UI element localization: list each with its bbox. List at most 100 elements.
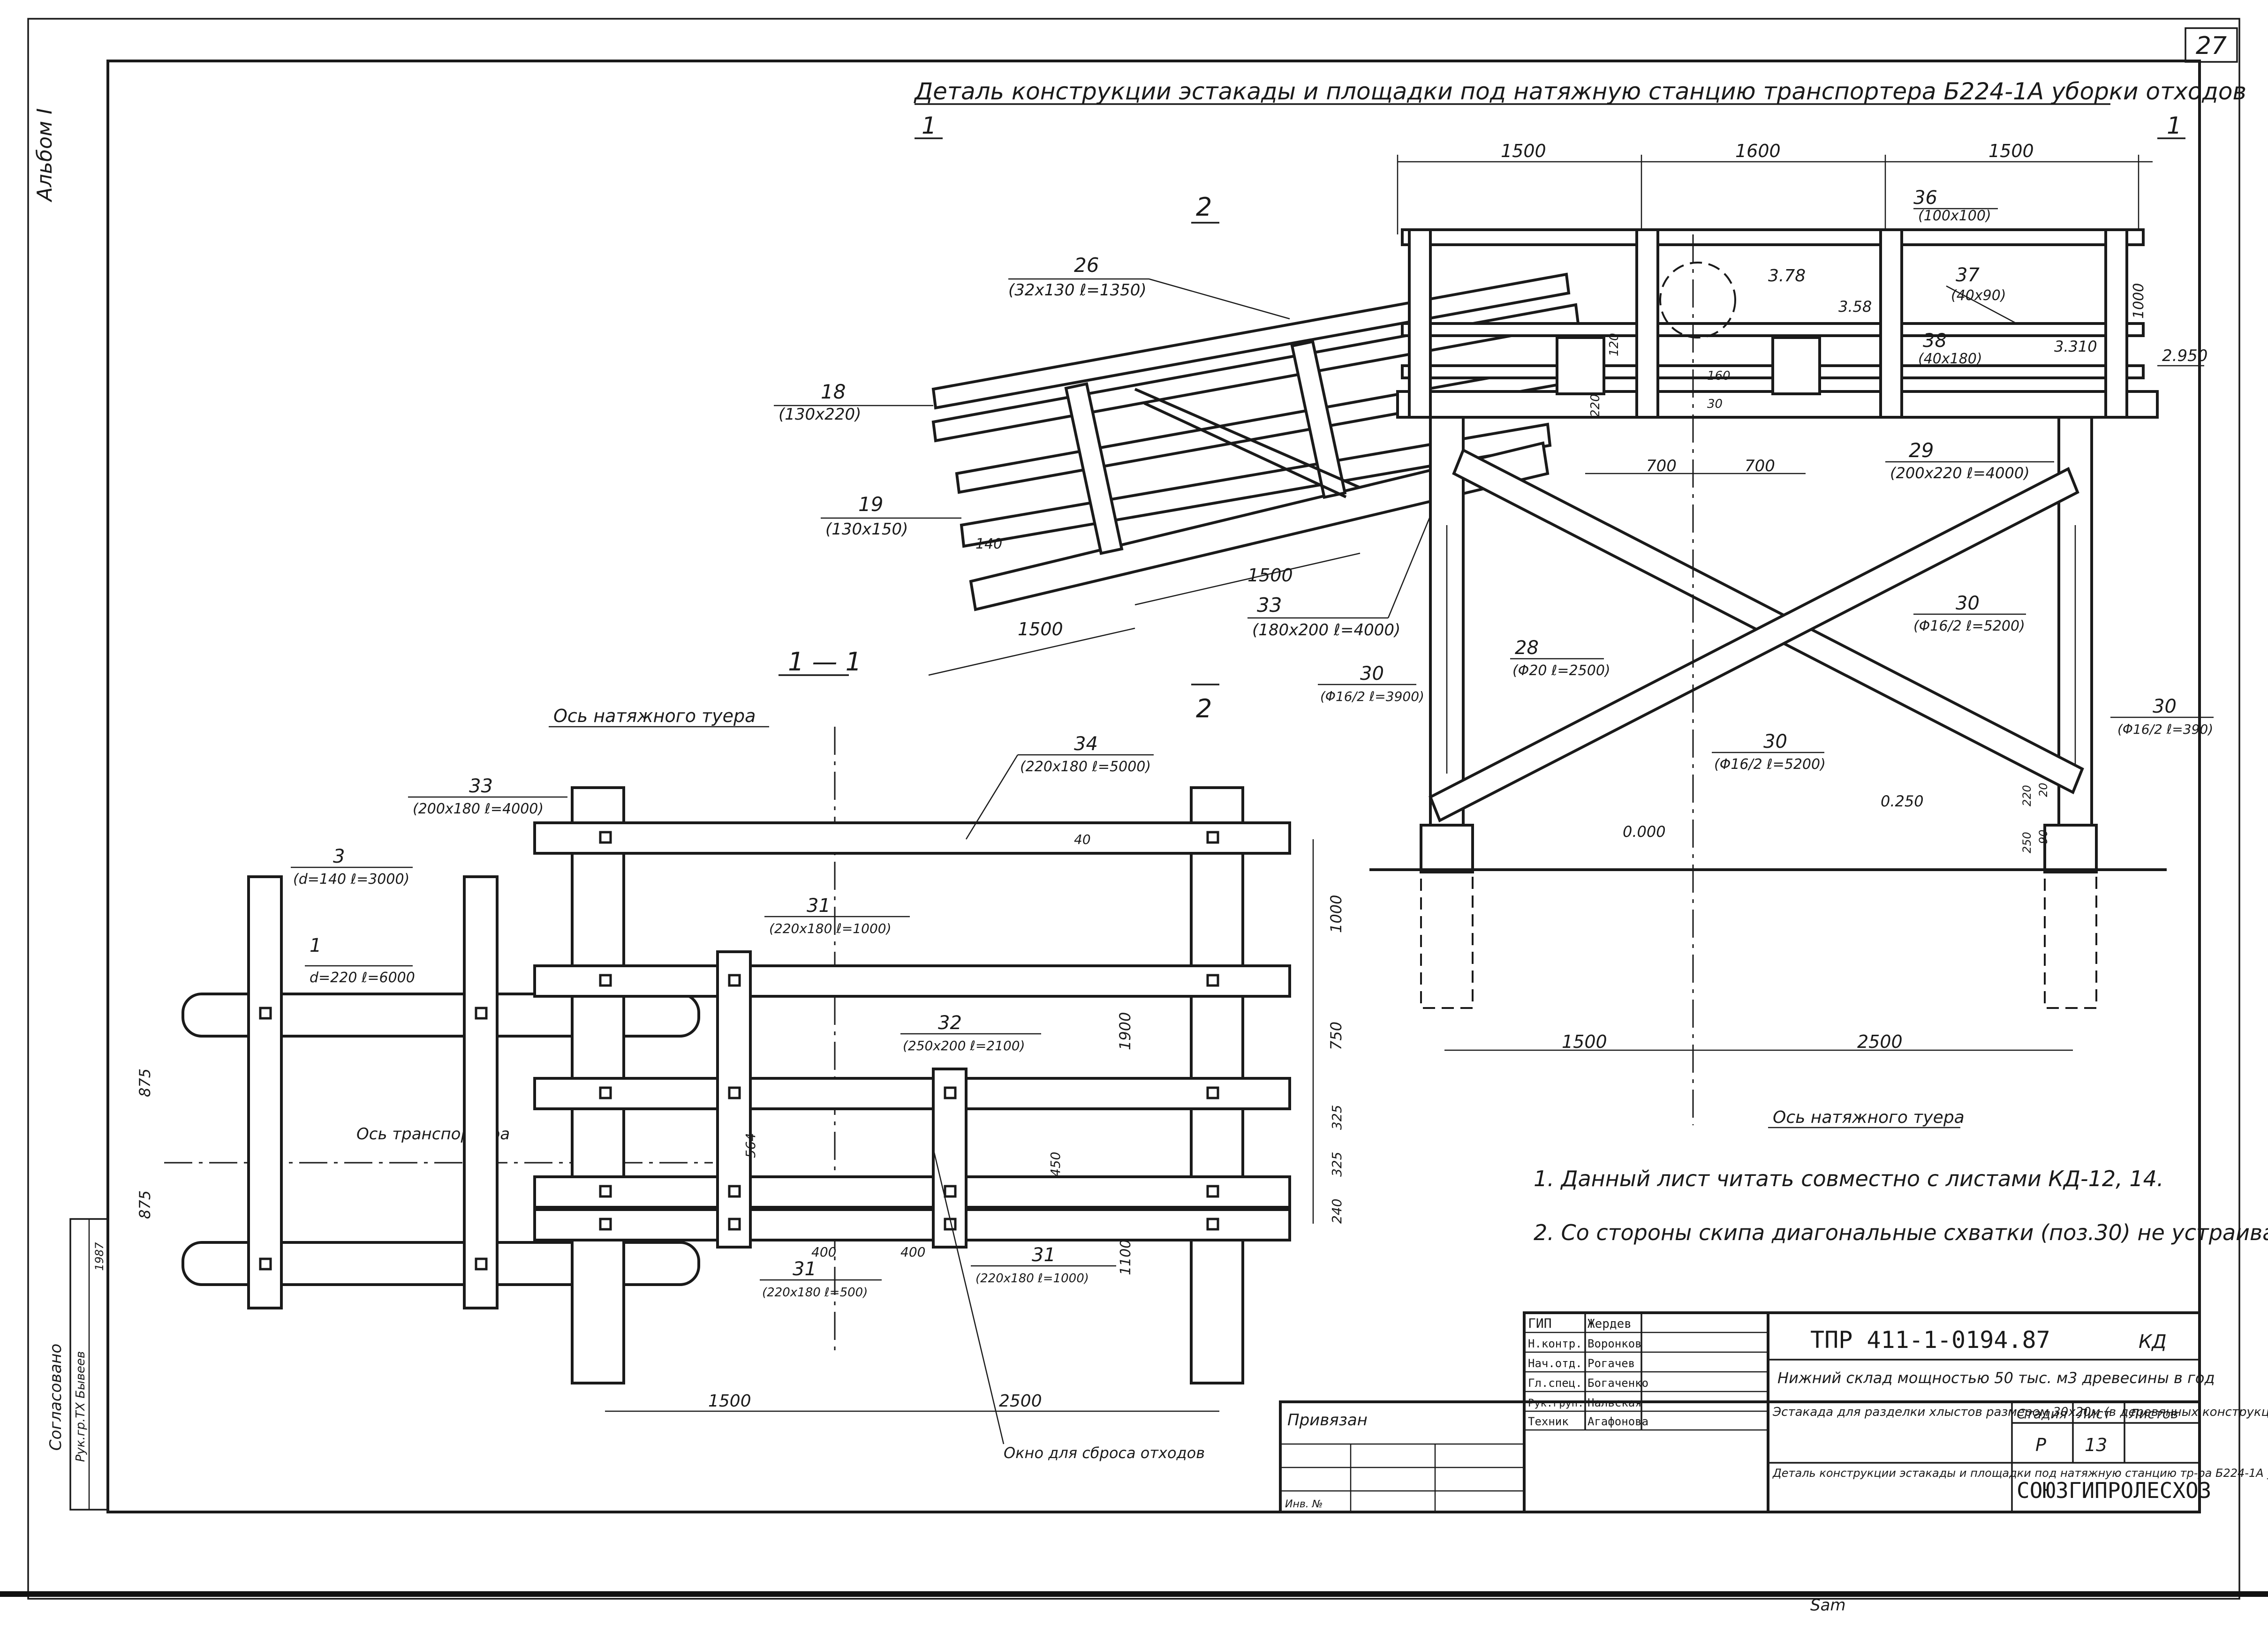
tensioner-block-2 [1771,336,1821,395]
dim-top-1600: 1600 [1735,141,1781,161]
spec-26: (32x130 ℓ=1350) [1008,281,1147,300]
tb-sheet-title: Деталь конструкции эстакады и площадки п… [1772,1467,2268,1480]
plan-dim-564: 564 [743,1133,758,1158]
log-1-lower [181,1241,700,1286]
plan-spec-1: d=220 ℓ=6000 [310,970,415,986]
spec-37: (40x90) [1951,287,2006,304]
staff-name-5: Нальская [1588,1396,1642,1409]
label-28: 28 [1515,637,1539,659]
tb-sheets-header: Листов [2129,1406,2178,1422]
spec-19: (130x150) [825,520,908,539]
post-a [1064,382,1124,555]
note-1: 1. Данный лист читать совместно с листам… [1534,1166,2164,1191]
note-2: 2. Со стороны скипа диагональные схватки… [1534,1220,2268,1245]
plan-dim-750: 750 [1327,1022,1345,1050]
plan-spec-31a: (220x180 ℓ=1000) [769,921,892,936]
dim-line-1500a [1134,552,1361,606]
label-30-a: 30 [1956,593,1980,614]
section-2-bottom: 2 [1196,694,1212,723]
drop-window-leader [932,1148,1005,1444]
spec-30-a: (Φ16/2 ℓ=5200) [1913,618,2025,634]
short-timber-31b [932,1068,968,1249]
staff-role-3: Нач.отд. [1528,1357,1582,1370]
post-3-a [247,875,283,1309]
view-elevation: 1500 1600 1500 3.78 3.58 3.310 2.950 100… [1318,141,2214,1128]
staff-role-4: Гл.спец. [1528,1377,1582,1390]
pile-left [1420,871,1474,1009]
plan-dim-2500: 2500 [999,1392,1042,1411]
label-30-d: 30 [2153,696,2177,717]
rail-post-2 [1635,228,1659,419]
post-3-b [463,875,499,1309]
handrail-36 [1401,228,2145,246]
level-3310: 3.310 [2054,338,2097,355]
dim-250: 250 [2020,832,2034,853]
spec-38: (40x180) [1918,351,1982,367]
dim-top-1500a: 1500 [1501,141,1546,161]
sheet-number-box [2185,27,2238,63]
dim-line-1500b [928,627,1135,676]
dim-1500a: 1500 [1247,565,1293,586]
plan-spec-34: (220x180 ℓ=5000) [1020,759,1151,775]
section-1-1-label: 1 — 1 [788,647,862,677]
tb-sheet-header: Лист [2077,1406,2111,1422]
label-30-b: 30 [1360,663,1384,685]
log-1-upper [181,993,700,1038]
title-block: ГИП Жердев Н.контр. Воронков Нач.отд. Ро… [1279,1311,2268,1513]
dim-90: 90 [2037,829,2050,844]
plan-dim-875a: 875 [136,1068,154,1097]
staff-role-5: Рук.груп. [1528,1398,1584,1409]
beam-c [533,1175,1291,1209]
plan-label-1: 1 [310,935,321,956]
plan-label-31c: 31 [1032,1244,1056,1266]
rail-post-1 [1408,228,1432,419]
tensioner-block-1 [1556,336,1605,395]
tb-object: Нижний склад мощностью 50 тыс. м3 древес… [1777,1369,2215,1387]
x-brace-2 [1429,466,2079,823]
sheet-number: 27 [2196,32,2227,60]
beam-33 [969,441,1550,611]
plan-dim-240: 240 [1329,1199,1345,1224]
label-19: 19 [858,493,883,516]
album-label: Альбом I [33,108,57,203]
plan-dim-1900: 1900 [1116,1012,1134,1050]
plan-label-31b: 31 [793,1258,816,1280]
outer-frame [27,18,2240,1600]
spec-18: (130x220) [779,405,861,424]
tb-stage-mark: КД [2139,1331,2167,1353]
label-36: 36 [1913,187,1937,209]
plan-dim-450: 450 [1048,1152,1063,1177]
plan-dim-1100: 1100 [1118,1240,1134,1275]
dim-1500b: 1500 [1018,619,1063,639]
beam-34 [533,821,1291,855]
tb-org: СОЮЗГИПРОЛЕСХОЗ [2017,1478,2211,1503]
pointer-33 [1387,515,1431,618]
plan-dim-40: 40 [1074,832,1091,847]
label-29: 29 [1909,439,1934,462]
short-timber-31 [716,950,752,1249]
beam-d [533,1208,1291,1241]
side-stamp-label: Согласовано [46,1344,65,1451]
plan-pointer-34 [965,754,1019,840]
drum-outline [1659,262,1736,339]
label-26: 26 [1074,254,1099,277]
post-b [1290,339,1347,499]
plan-dim-325a: 325 [1329,1105,1345,1130]
dim-160: 160 [1707,369,1731,383]
staff-name-1: Жердев [1588,1317,1632,1331]
spec-30-c: (Φ16/2 ℓ=5200) [1714,756,1826,773]
bolt-group [259,831,1219,1271]
dim-140: 140 [975,536,1002,552]
plan-label-33: 33 [469,775,493,797]
plan-label-3: 3 [333,846,345,867]
level-358: 3.58 [1838,298,1872,316]
section-2-top: 2 [1196,192,1212,222]
x-brace-1 [1452,448,2084,795]
main-title: Деталь конструкции эстакады и площадки п… [914,78,2246,105]
plan-dim-325b: 325 [1329,1152,1345,1177]
staff-role-6: Техник [1528,1415,1569,1428]
pointer-26 [1149,278,1290,320]
dim-700b: 700 [1745,457,1775,475]
staff-name-6: Агафонова [1588,1415,1648,1428]
